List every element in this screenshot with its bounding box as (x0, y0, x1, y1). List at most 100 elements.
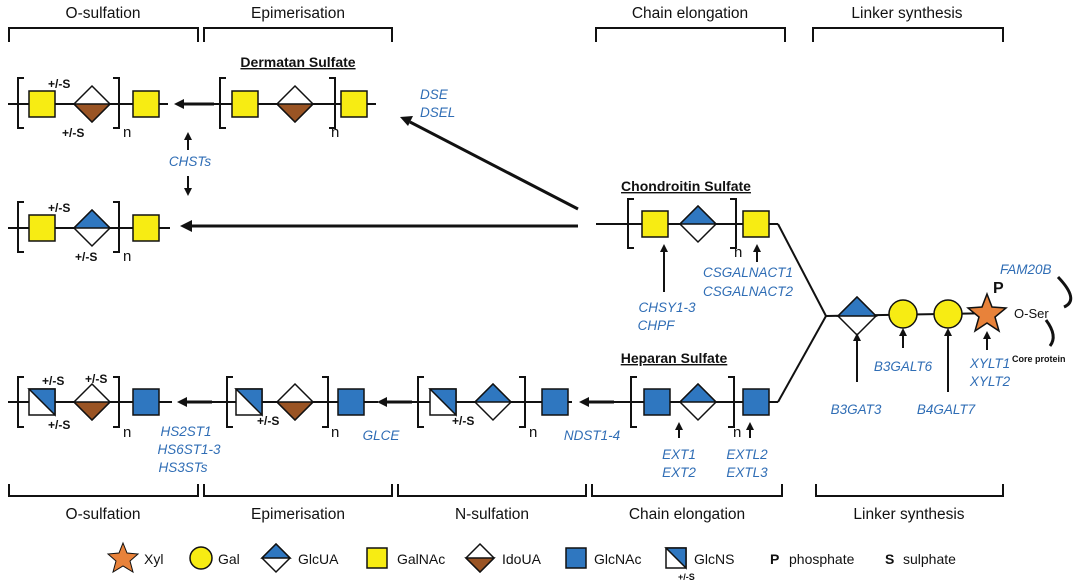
galnac-square (132, 214, 160, 242)
galnac-square (340, 90, 368, 118)
enzyme-ext2: EXT2 (662, 465, 696, 480)
enzyme-ndst: NDST1-4 (564, 428, 620, 443)
enzyme-chsy: CHSY1-3 (638, 300, 696, 315)
enzyme-ext1: EXT1 (662, 447, 696, 462)
top-bracket-linker (812, 27, 1004, 42)
sulfation-mark: +/-S (42, 374, 64, 388)
bottom-bracket-nsulfation (397, 484, 587, 497)
top-bracket-osulfation (8, 27, 199, 42)
row1-dermatan-sulfate: Dermatan Sulfate n (204, 54, 376, 141)
enzyme-extl3: EXTL3 (726, 465, 768, 480)
glcnac-square (742, 388, 770, 416)
gal-circle (189, 546, 213, 570)
header-bottom-nsulfation: N-sulfation (455, 506, 529, 523)
glcns-square (664, 547, 687, 570)
legend-p-label: phosphate (789, 551, 855, 567)
arrow-chondroitin-to-dermatan (409, 120, 579, 211)
enzyme-csgalnact2: CSGALNACT2 (703, 284, 794, 299)
galnac-square (641, 210, 669, 238)
enzyme-csgalnact1: CSGALNACT1 (703, 265, 793, 280)
legend-idoua: IdoUA (464, 542, 542, 574)
idoua-diamond (275, 382, 315, 422)
bottom-bracket-chain (591, 484, 783, 497)
sulfation-mark: +/-S (48, 77, 70, 91)
glcua-diamond (473, 382, 513, 422)
repeat-n: n (123, 124, 131, 141)
header-bottom-osulfation: O-sulfation (66, 506, 141, 523)
header-bottom-chain-elongation: Chain elongation (629, 506, 745, 523)
legend-glcua: GlcUA (260, 542, 339, 574)
enzyme-b3galt6: B3GALT6 (874, 359, 933, 374)
enzyme-chsts: CHSTs (169, 154, 212, 169)
sulfation-mark: +/-S (75, 250, 97, 264)
galnac-square (28, 90, 56, 118)
legend-idoua-label: IdoUA (502, 551, 542, 567)
top-bracket-epimerisation (203, 27, 393, 42)
bottom-bracket-epimerisation (203, 484, 393, 497)
idoua-diamond (275, 84, 315, 124)
row1-osulfated-dermatan: +/-S +/-S n (8, 77, 168, 141)
glcnac-square (337, 388, 365, 416)
enzyme-b4galt7: B4GALT7 (917, 402, 976, 417)
legend-glcnac-label: GlcNAc (594, 551, 641, 567)
repeat-n: n (331, 124, 339, 141)
repeat-n: n (529, 424, 537, 441)
galnac-square (742, 210, 770, 238)
enzyme-fam20b: FAM20B (1000, 262, 1052, 277)
dermatan-sulfate-title: Dermatan Sulfate (240, 54, 355, 70)
legend-galnac: GalNAc (366, 547, 445, 569)
heparan-sulfate-chain: Heparan Sulfate n (600, 350, 778, 441)
header-top-epimerisation: Epimerisation (251, 5, 345, 22)
gal-circle (933, 299, 963, 329)
legend-glcua-label: GlcUA (298, 551, 339, 567)
glcnac-square (643, 388, 671, 416)
chondroitin-sulfate-title: Chondroitin Sulfate (621, 178, 751, 194)
repeat-n: n (734, 244, 742, 261)
repeat-n: n (123, 424, 131, 441)
o-sulfated-heparan: +/-S +/-S +/-S n (8, 372, 172, 441)
o-ser-label: O-Ser (1014, 306, 1049, 321)
glcnac-square (565, 547, 587, 569)
legend-glcns-label: GlcNS (694, 551, 734, 567)
enzyme-dsel: DSEL (420, 105, 455, 120)
enzyme-extl2: EXTL2 (726, 447, 768, 462)
legend-glcnac: GlcNAc (565, 547, 641, 569)
heparan-sulfate-title: Heparan Sulfate (621, 350, 728, 366)
glcua-diamond (678, 382, 718, 422)
sulfation-mark: +/-S (452, 414, 474, 428)
idoua-diamond (464, 557, 496, 574)
galnac-square (366, 547, 388, 569)
sulfation-mark: +/-S (48, 418, 70, 432)
galnac-square (132, 90, 160, 118)
core-protein-label: Core protein (1012, 354, 1066, 364)
glcns-square (234, 388, 263, 417)
idoua-diamond (72, 84, 112, 124)
legend-phosphate: P phosphate (770, 551, 855, 567)
legend-s-label: sulphate (903, 551, 956, 567)
glcua-diamond (678, 204, 718, 244)
xyl-star (966, 291, 1008, 333)
core-protein-curve (1044, 319, 1055, 347)
sulfation-mark: +/-S (85, 372, 107, 386)
legend: Xyl Gal GlcUA GalNAc IdoUA GlcNAc +/-S (106, 541, 956, 582)
glcua-diamond (260, 542, 292, 559)
glcns-square (27, 388, 56, 417)
enzyme-chpf: CHPF (638, 318, 676, 333)
enzyme-dse: DSE (420, 87, 449, 102)
legend-xyl-label: Xyl (144, 551, 163, 567)
glcua-diamond (836, 295, 878, 337)
top-bracket-chain (595, 27, 786, 42)
linker-tetrasaccharide: P O-Ser Core protein (777, 223, 1073, 403)
sulfation-mark: +/-S (62, 126, 84, 140)
top-headers: O-sulfation Epimerisation Chain elongati… (8, 5, 1004, 42)
sulfation-mark: +/-S (48, 201, 70, 215)
legend-s-symbol: S (885, 551, 894, 567)
bottom-bracket-osulfation (8, 484, 199, 497)
enzyme-hs2st1: HS2ST1 (160, 424, 211, 439)
galnac-square (28, 214, 56, 242)
row2-osulfated-chondroitin: +/-S +/-S n (8, 201, 170, 265)
legend-xyl: Xyl (106, 541, 163, 574)
bottom-headers: O-sulfation Epimerisation N-sulfation Ch… (8, 484, 1004, 523)
repeat-n: n (123, 248, 131, 265)
